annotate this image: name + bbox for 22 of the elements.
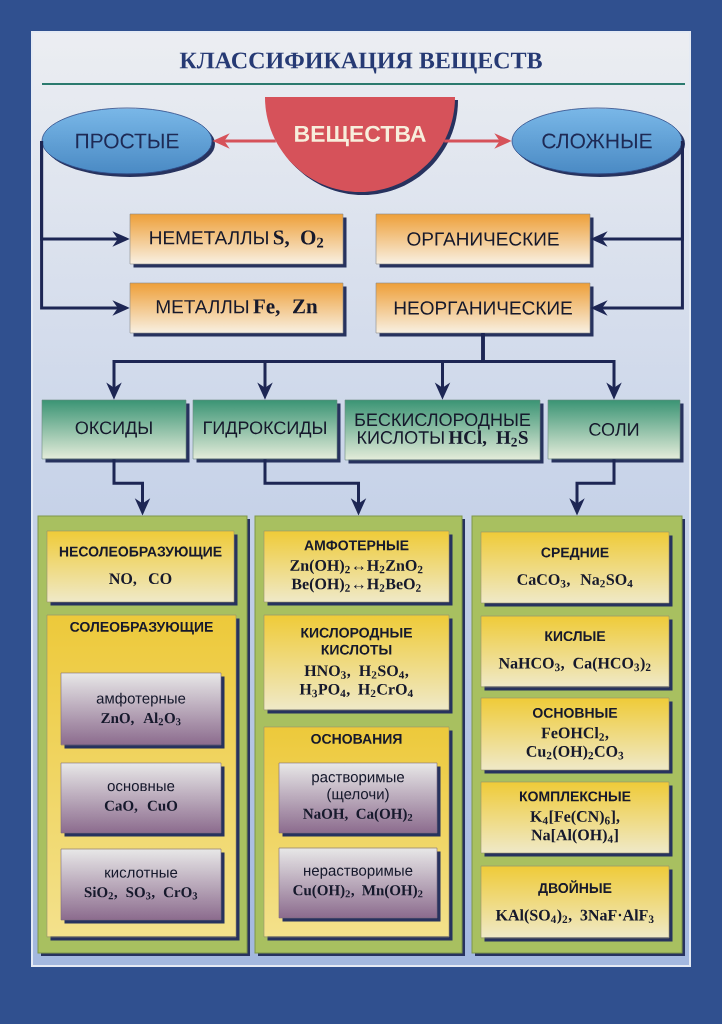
text-box: ОКСИДЫ — [41, 399, 190, 463]
text-box: СОЛИ — [547, 399, 684, 463]
formula-box: ОСНОВНЫЕ FeOHCl$_{2}$, Cu$_{2}$(OH)$_{2}$CO$_{3}$ — [480, 697, 673, 774]
text-box: БЕСКИСЛОРОДНЫЕ КИСЛОТЫ HCl, H$_{2}$S — [344, 399, 544, 464]
formula-box: растворимые (щелочи) NaOH, Ca(OH)$_{2}$ — [278, 762, 441, 837]
formula-box: СРЕДНИЕ CaCO$_{3}$, Na$_{2}$SO$_{4}$ — [480, 531, 673, 607]
formula-box: АМФОТЕРНЫЕ Zn(OH)$_{2}$↔H$_{2}$ZnO$_{2}$ Be(OH)$_{2}$↔H$_{2}$BeO$_{2}$ — [263, 530, 453, 606]
formula-box: КИСЛОРОДНЫЕ КИСЛОТЫ HNO$_{3}$, H$_{2}$SO$_{4}$, H$_{3}$PO$_{4}$, H$_{2}$CrO$_{4}$ — [263, 614, 453, 714]
formula-box: КОМПЛЕКСНЫЕ K$_{4}$[Fe(CN)$_{6}$], Na[Al(OH)$_{4}$] — [480, 781, 673, 857]
text-box: ОРГАНИЧЕСКИЕ — [375, 213, 594, 268]
formula-box: кислотные SiO$_{2}$, SO$_{3}$, CrO$_{3}$ — [60, 848, 225, 924]
formula-box: нерастворимые Cu(OH)$_{2}$, Mn(OH)$_{2}$ — [278, 847, 441, 922]
formula-box: основные CaO, CuO — [60, 762, 225, 837]
title: КЛАССИФИКАЦИЯ ВЕЩЕСТВ — [179, 52, 542, 74]
text-box: МЕТАЛЛЫ Fe, Zn — [129, 282, 347, 337]
formula-box: НЕСОЛЕОБРАЗУЮЩИЕ NO, CO — [46, 530, 238, 606]
formula-box: КИСЛЫЕ NaHCO$_{3}$, Ca(HCO$_{3}$)$_{2}$ — [480, 615, 673, 691]
text-box: НЕМЕТАЛЛЫ S, O$_{2}$ — [129, 213, 347, 268]
formula-box: амфотерные ZnO, Al$_{2}$O$_{3}$ — [60, 672, 225, 749]
text-box: НЕОРГАНИЧЕСКИЕ — [375, 282, 594, 337]
formula-box: ДВОЙНЫЕ KAl(SO$_{4}$)$_{2}$, 3NaF·AlF$_{3}$ — [480, 865, 673, 942]
text-box: ГИДРОКСИДЫ — [192, 399, 341, 463]
